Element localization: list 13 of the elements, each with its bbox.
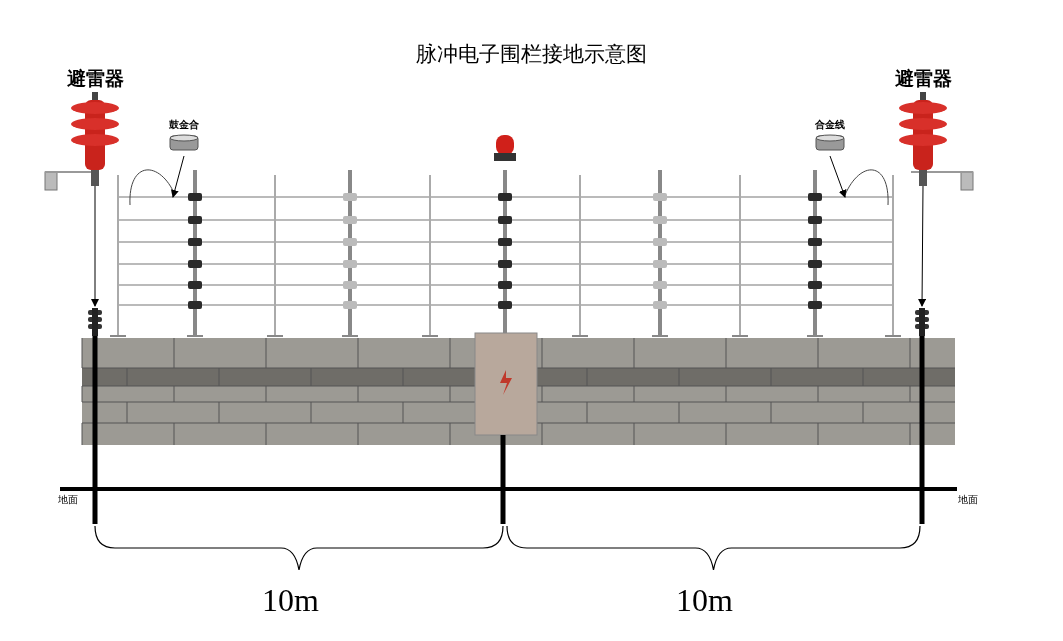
- arrester-label: 避雷器: [893, 66, 953, 91]
- ground-label: 地面: [58, 493, 78, 507]
- dimension-label: 10m: [676, 582, 733, 619]
- arrow: [918, 185, 927, 307]
- leader-line: [170, 155, 185, 198]
- arrow: [91, 185, 99, 307]
- ground-label: 地面: [958, 493, 978, 507]
- arrester-label: 避雷器: [65, 66, 125, 91]
- dimension-label: 10m: [262, 582, 319, 619]
- spool-label: 合金线: [814, 118, 846, 132]
- spool-label: 鼓金合: [168, 118, 200, 132]
- diagram-title: 脉冲电子围栏接地示意图: [415, 41, 648, 68]
- leader-line: [829, 155, 847, 198]
